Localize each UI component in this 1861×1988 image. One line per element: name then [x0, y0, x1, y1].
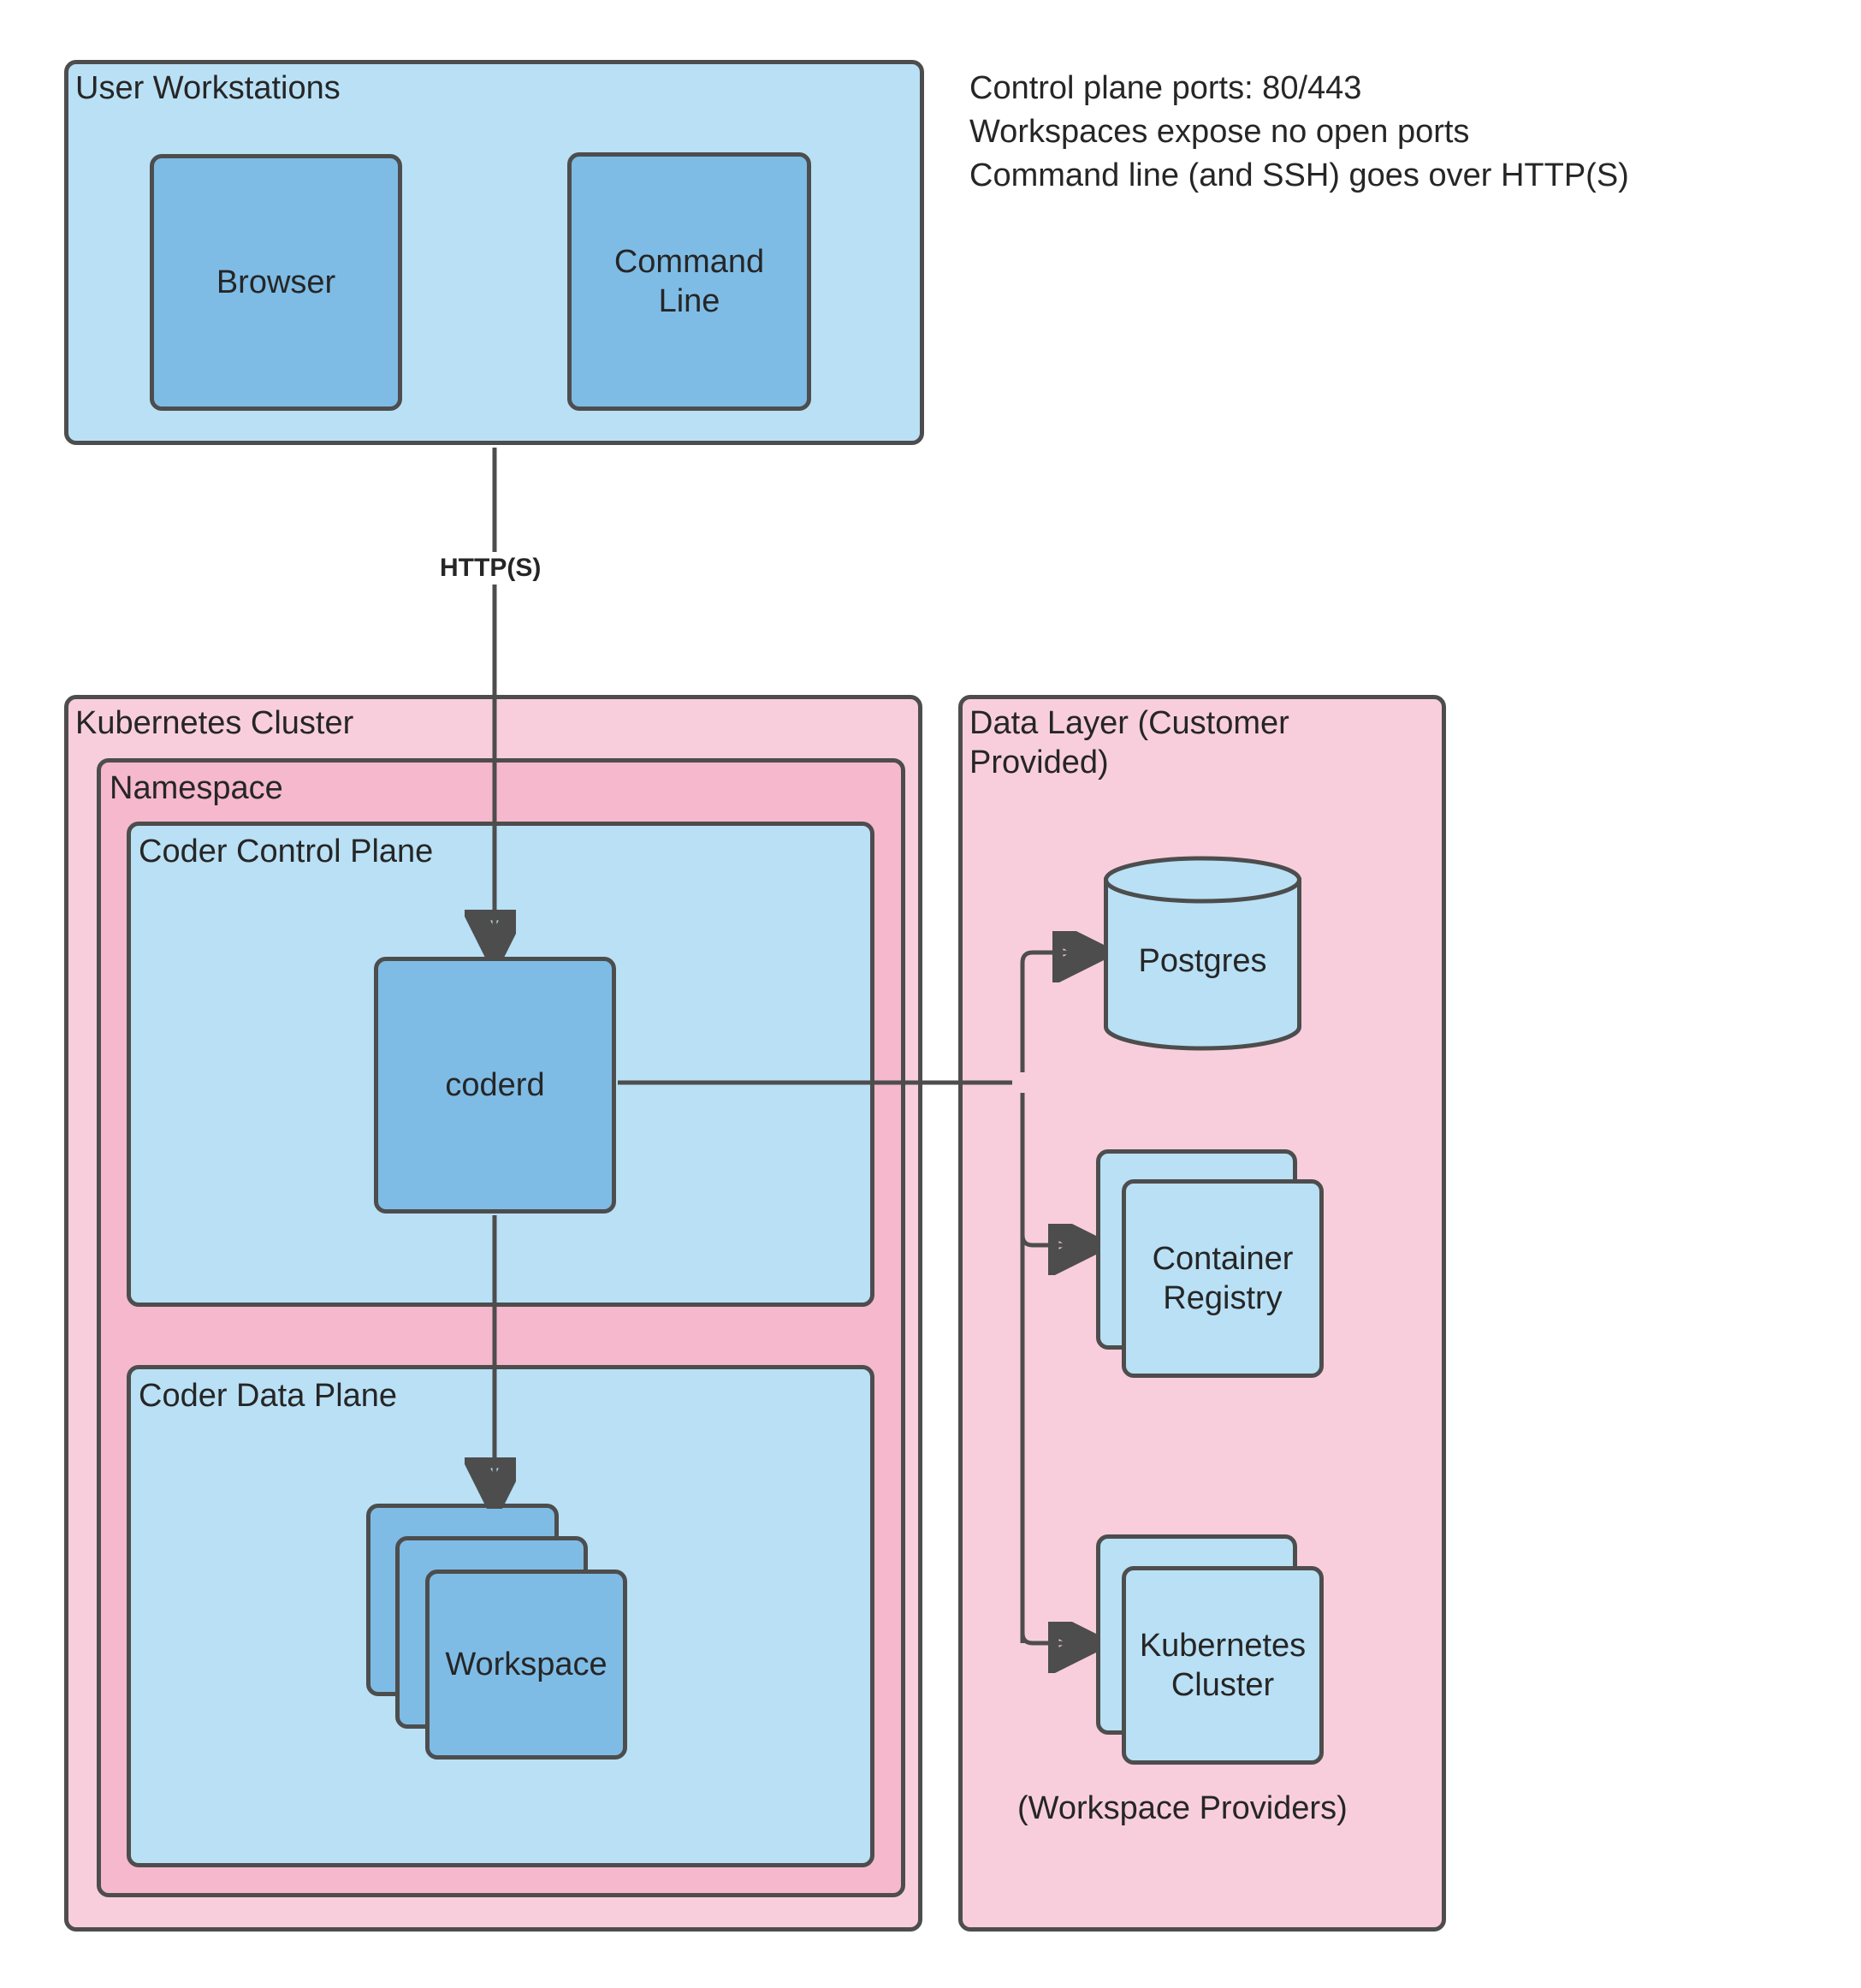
node-command-line[interactable]: Command Line [567, 152, 811, 411]
node-postgres-label: Postgres [1138, 943, 1267, 979]
note-line-1: Control plane ports: 80/443 [969, 70, 1362, 106]
node-postgres[interactable]: Postgres [1102, 856, 1303, 1051]
edge-label-https: HTTP(S) [435, 552, 547, 585]
container-user-workstations-title: User Workstations [75, 70, 341, 106]
note-line-2: Workspaces expose no open ports [969, 114, 1470, 150]
container-data-layer-title: Data Layer (Customer Provided) [969, 705, 1289, 780]
postgres-cylinder-icon [1104, 856, 1301, 1051]
container-kubernetes-cluster-title: Kubernetes Cluster [75, 705, 354, 741]
node-workspace[interactable]: Workspace [425, 1570, 627, 1760]
data-layer-caption: (Workspace Providers) [1017, 1790, 1348, 1826]
node-container-registry[interactable]: Container Registry [1122, 1179, 1324, 1378]
node-coderd[interactable]: coderd [374, 957, 616, 1214]
container-coder-control-plane-title: Coder Control Plane [139, 834, 434, 869]
note-line-3: Command line (and SSH) goes over HTTP(S) [969, 157, 1629, 193]
node-browser[interactable]: Browser [150, 154, 402, 411]
container-coder-data-plane-title: Coder Data Plane [139, 1378, 398, 1414]
container-namespace-title: Namespace [110, 770, 283, 806]
node-data-layer-kubernetes-cluster[interactable]: Kubernetes Cluster [1122, 1566, 1324, 1765]
